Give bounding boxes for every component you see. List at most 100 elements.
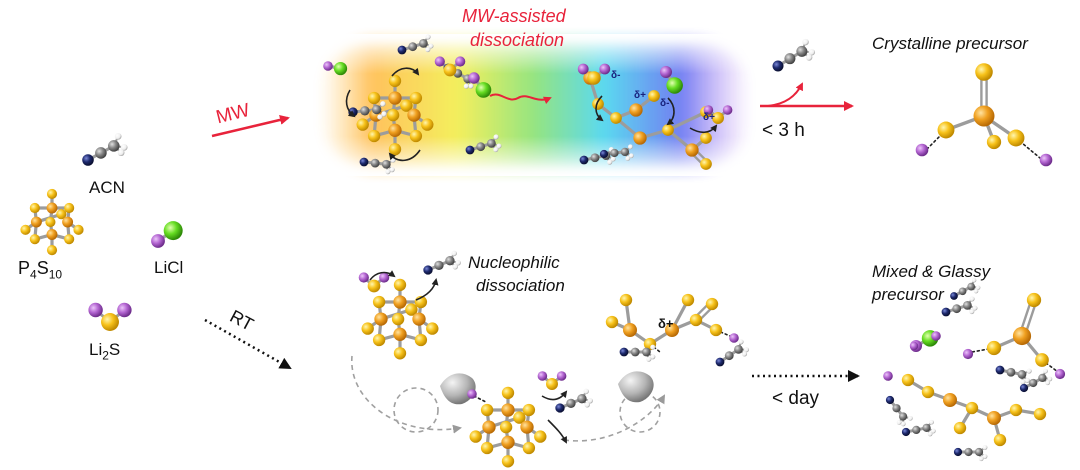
- lithium-atom: [660, 66, 672, 78]
- nitrogen-atom: [397, 45, 407, 55]
- hydrogen-atom: [587, 398, 593, 404]
- sulfur-atom: [372, 333, 386, 347]
- carbon-atom: [108, 140, 120, 152]
- hydrogen-atom: [463, 83, 469, 89]
- carbon-atom: [796, 45, 808, 57]
- sulfur-atom: [372, 295, 386, 309]
- hydrogen-atom: [650, 354, 656, 360]
- lithium-atom: [358, 272, 369, 283]
- carbon-atom: [434, 260, 444, 271]
- sulfur-atom: [681, 293, 695, 307]
- phosphorus-atom: [623, 323, 637, 337]
- charge-plus-1: δ+: [634, 90, 646, 101]
- hydrogen-atom: [1026, 368, 1032, 374]
- sulfur-atom: [443, 63, 457, 77]
- carbon-atom: [958, 287, 967, 296]
- hydrogen-atom: [973, 288, 979, 294]
- lithium-atom: [883, 371, 893, 381]
- phosphorus-atom: [407, 108, 421, 122]
- sulfur-atom: [1026, 292, 1042, 308]
- lithium-atom: [577, 63, 589, 75]
- sulfur-atom: [29, 234, 40, 245]
- lithium-atom: [599, 63, 611, 75]
- nitrogen-atom: [359, 157, 369, 167]
- carbon-atom: [734, 344, 743, 354]
- nitrogen-atom: [950, 292, 958, 300]
- carbon-atom: [408, 42, 418, 52]
- hydrogen-atom: [114, 132, 122, 140]
- sulfur-atom: [367, 129, 381, 143]
- hydrogen-atom: [978, 456, 984, 462]
- hydrogen-atom: [982, 445, 988, 450]
- sulfur-atom: [546, 378, 558, 390]
- lithium-atom: [468, 72, 480, 84]
- nitrogen-atom: [715, 357, 725, 367]
- nitrogen-atom: [599, 149, 609, 159]
- sulfur-atom: [522, 403, 536, 417]
- carbon-atom: [620, 147, 630, 157]
- mw-arrow: [211, 114, 290, 138]
- wavy-transfer-arrow: [489, 93, 552, 105]
- hydrogen-atom: [583, 388, 589, 395]
- sulfur-atom: [592, 98, 604, 110]
- acn-release-arrow: [767, 82, 803, 107]
- charge-minus-1: δ-: [611, 70, 621, 81]
- sulfur-atom: [619, 293, 633, 307]
- hydrogen-atom: [496, 143, 502, 149]
- carbon-atom: [566, 398, 576, 409]
- phosphorus-atom: [393, 327, 407, 341]
- sulfur-atom: [386, 108, 400, 122]
- carbon-atom: [95, 147, 107, 159]
- lithium-atom: [323, 61, 333, 71]
- lithium-atom: [909, 341, 919, 351]
- chlorine-atom: [666, 77, 683, 94]
- carbon-atom: [724, 351, 734, 361]
- mixed-glassy-label-2: precursor: [872, 285, 944, 304]
- charge-plus-2: δ+: [703, 112, 715, 123]
- p4s10-s: S: [36, 258, 49, 278]
- nitrogen-atom: [1019, 383, 1029, 393]
- carbon-atom: [360, 106, 370, 116]
- sulfur-atom: [501, 455, 515, 468]
- lithium-atom: [703, 105, 714, 115]
- sulfur-atom: [921, 385, 935, 399]
- sulfur-atom: [965, 401, 979, 415]
- hydrogen-atom: [628, 144, 633, 150]
- carbon-atom: [1038, 373, 1047, 383]
- sulfur-atom: [605, 315, 619, 329]
- sulfur-atom: [522, 441, 536, 455]
- sulfur-atom: [499, 420, 513, 434]
- li2s-s: S: [108, 340, 121, 359]
- lithium-atom: [379, 272, 390, 283]
- li2s-sub-2: 2: [102, 348, 109, 363]
- hydrogen-atom: [741, 351, 748, 357]
- lithium-atom: [915, 143, 929, 157]
- p4s10-label: P4S10: [18, 258, 62, 282]
- sulfur-atom: [46, 188, 58, 200]
- hydrogen-atom: [381, 111, 387, 117]
- bottom-time-label: < day: [772, 388, 820, 409]
- hydrogen-atom: [493, 134, 499, 140]
- phosphorus-atom: [685, 143, 699, 157]
- hydrogen-atom: [650, 344, 656, 350]
- chlorine-atom: [475, 82, 492, 98]
- sulfur-atom: [393, 347, 407, 360]
- interaction-arrows: [345, 67, 718, 444]
- nitrogen-atom: [82, 154, 94, 166]
- lithium-atom: [151, 234, 165, 248]
- sulfur-atom: [705, 297, 719, 311]
- hydrogen-atom: [468, 83, 474, 89]
- sulfur-atom: [501, 386, 515, 400]
- carbon-atom: [967, 282, 976, 291]
- sulfur-atom: [587, 71, 601, 85]
- licl-label: LiCl: [154, 258, 184, 277]
- lithium-atom: [117, 302, 132, 318]
- hydrogen-atom: [929, 419, 934, 425]
- carbon-atom: [952, 304, 962, 314]
- hydrogen-atom: [907, 415, 913, 421]
- carbon-atom: [590, 153, 600, 163]
- hydrogen-atom: [1024, 377, 1030, 383]
- sulfur-atom: [20, 224, 31, 235]
- sulfur-atom: [480, 441, 494, 455]
- hydrogen-atom: [969, 308, 975, 315]
